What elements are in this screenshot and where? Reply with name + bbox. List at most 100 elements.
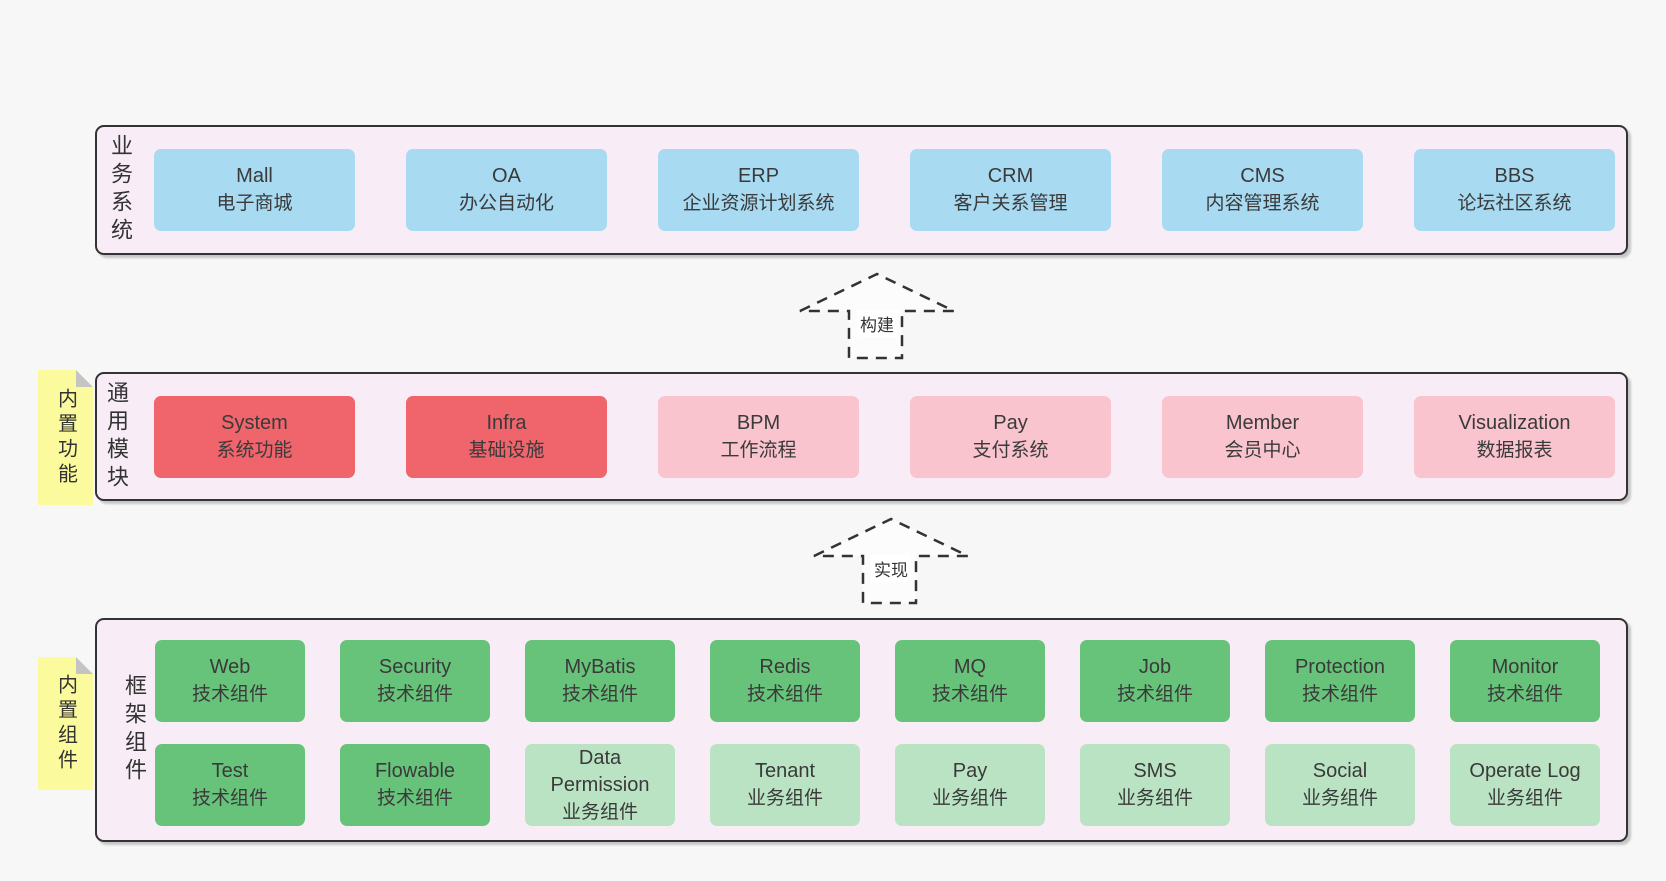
box-title: Security bbox=[378, 656, 452, 678]
box-title: Protection bbox=[1294, 656, 1386, 678]
box-social: Social 业务组件 bbox=[1265, 744, 1415, 826]
box-title: BBS bbox=[1494, 165, 1535, 187]
arrow-label: 实现 bbox=[871, 555, 911, 582]
sticky-note-label: 内置组件 bbox=[54, 673, 77, 774]
box-title: MQ bbox=[953, 656, 987, 678]
box-visualization: Visualization 数据报表 bbox=[1414, 395, 1615, 478]
box-title: ERP bbox=[737, 165, 780, 187]
box-title: SMS bbox=[1133, 760, 1177, 782]
section-label: 通用模块 bbox=[104, 380, 129, 493]
box-protection: Protection 技术组件 bbox=[1265, 640, 1415, 722]
box-job: Job 技术组件 bbox=[1080, 640, 1230, 722]
box-title: System bbox=[221, 411, 288, 434]
box-subtitle: 电子商城 bbox=[216, 193, 293, 214]
box-mall: Mall 电子商城 bbox=[154, 149, 355, 231]
box-sms: SMS 业务组件 bbox=[1080, 744, 1230, 826]
arrow-build: 构建 bbox=[797, 272, 957, 360]
box-subtitle: 系统功能 bbox=[216, 439, 293, 461]
box-title: Pay bbox=[993, 411, 1028, 434]
box-subtitle: 技术组件 bbox=[1116, 684, 1193, 705]
sticky-note-label: 内置功能 bbox=[54, 387, 77, 488]
box-security: Security 技术组件 bbox=[340, 640, 490, 722]
box-pay: Pay 支付系统 bbox=[910, 395, 1111, 478]
box-subtitle: 工作流程 bbox=[720, 439, 797, 461]
box-member: Member 会员中心 bbox=[1162, 395, 1363, 478]
framework-box-row-2: Test 技术组件 Flowable 技术组件 Data Permission … bbox=[155, 744, 1600, 826]
box-title: Redis bbox=[759, 656, 811, 678]
section-label: 框架组件 bbox=[122, 674, 147, 786]
section-label: 业务系统 bbox=[108, 134, 133, 246]
section-business-systems: 业务系统 Mall 电子商城 OA 办公自动化 ERP 企业资源计划系统 CRM… bbox=[95, 125, 1628, 255]
box-subtitle: 业务组件 bbox=[931, 788, 1008, 809]
modules-box-row: System 系统功能 Infra 基础设施 BPM 工作流程 Pay 支付系统… bbox=[154, 395, 1615, 478]
box-subtitle: 技术组件 bbox=[931, 684, 1008, 705]
box-subtitle: 业务组件 bbox=[1301, 788, 1378, 809]
box-operate-log: Operate Log 业务组件 bbox=[1450, 744, 1600, 826]
box-tenant: Tenant 业务组件 bbox=[710, 744, 860, 826]
arrow-label: 构建 bbox=[857, 310, 897, 337]
box-subtitle: 业务组件 bbox=[561, 801, 638, 823]
box-flowable: Flowable 技术组件 bbox=[340, 744, 490, 826]
box-subtitle: 办公自动化 bbox=[458, 193, 554, 214]
section-common-modules: 通用模块 System 系统功能 Infra 基础设施 BPM 工作流程 Pay… bbox=[95, 372, 1628, 501]
box-subtitle: 企业资源计划系统 bbox=[682, 193, 835, 214]
box-crm: CRM 客户关系管理 bbox=[910, 149, 1111, 231]
business-box-row: Mall 电子商城 OA 办公自动化 ERP 企业资源计划系统 CRM 客户关系… bbox=[154, 149, 1615, 231]
section-framework-components: 框架组件 Web 技术组件 Security 技术组件 MyBatis 技术组件… bbox=[95, 618, 1628, 842]
box-subtitle: 业务组件 bbox=[1486, 788, 1563, 809]
box-title: Member bbox=[1225, 411, 1300, 434]
box-bpm: BPM 工作流程 bbox=[658, 395, 859, 478]
box-bbs: BBS 论坛社区系统 bbox=[1414, 149, 1615, 231]
box-subtitle: 数据报表 bbox=[1476, 439, 1553, 461]
box-subtitle: 业务组件 bbox=[746, 788, 823, 809]
box-title: Job bbox=[1138, 656, 1172, 678]
folded-corner-icon bbox=[76, 657, 93, 674]
box-title: OA bbox=[492, 165, 521, 187]
sticky-note-built-in-features: 内置功能 bbox=[38, 370, 93, 505]
box-title: MyBatis bbox=[564, 656, 636, 678]
box-mybatis: MyBatis 技术组件 bbox=[525, 640, 675, 722]
sticky-note-built-in-components: 内置组件 bbox=[38, 657, 93, 790]
box-title: CMS bbox=[1240, 165, 1285, 187]
box-title: Infra bbox=[486, 411, 527, 434]
box-title: Pay bbox=[952, 760, 988, 782]
box-subtitle: 技术组件 bbox=[191, 684, 268, 705]
box-pay-business: Pay 业务组件 bbox=[895, 744, 1045, 826]
box-cms: CMS 内容管理系统 bbox=[1162, 149, 1363, 231]
box-infra: Infra 基础设施 bbox=[406, 395, 607, 478]
arrow-implement: 实现 bbox=[811, 517, 971, 605]
box-erp: ERP 企业资源计划系统 bbox=[658, 149, 859, 231]
box-title: Web bbox=[209, 656, 251, 678]
box-subtitle: 技术组件 bbox=[376, 788, 453, 809]
box-subtitle: 技术组件 bbox=[561, 684, 638, 705]
box-title: Flowable bbox=[374, 760, 456, 782]
box-subtitle: 技术组件 bbox=[746, 684, 823, 705]
box-title: Mall bbox=[236, 165, 273, 187]
box-subtitle: 技术组件 bbox=[191, 788, 268, 809]
box-title: Visualization bbox=[1458, 411, 1571, 434]
box-title: Social bbox=[1312, 760, 1368, 782]
box-title: CRM bbox=[987, 165, 1034, 187]
box-title: Tenant bbox=[754, 760, 816, 782]
box-subtitle: 基础设施 bbox=[468, 439, 545, 461]
box-title: Data Permission bbox=[550, 746, 650, 796]
box-subtitle: 技术组件 bbox=[1301, 684, 1378, 705]
box-system: System 系统功能 bbox=[154, 395, 355, 478]
box-title: Test bbox=[211, 760, 249, 782]
box-subtitle: 论坛社区系统 bbox=[1457, 193, 1572, 214]
box-subtitle: 支付系统 bbox=[972, 439, 1049, 461]
box-subtitle: 业务组件 bbox=[1116, 788, 1193, 809]
box-oa: OA 办公自动化 bbox=[406, 149, 607, 231]
box-subtitle: 客户关系管理 bbox=[953, 193, 1068, 214]
box-title: BPM bbox=[736, 411, 781, 434]
box-subtitle: 技术组件 bbox=[376, 684, 453, 705]
box-test: Test 技术组件 bbox=[155, 744, 305, 826]
box-subtitle: 会员中心 bbox=[1224, 439, 1301, 461]
box-subtitle: 内容管理系统 bbox=[1205, 193, 1320, 214]
box-title: Monitor bbox=[1491, 656, 1559, 678]
box-mq: MQ 技术组件 bbox=[895, 640, 1045, 722]
box-redis: Redis 技术组件 bbox=[710, 640, 860, 722]
box-monitor: Monitor 技术组件 bbox=[1450, 640, 1600, 722]
framework-box-row-1: Web 技术组件 Security 技术组件 MyBatis 技术组件 Redi… bbox=[155, 640, 1600, 722]
